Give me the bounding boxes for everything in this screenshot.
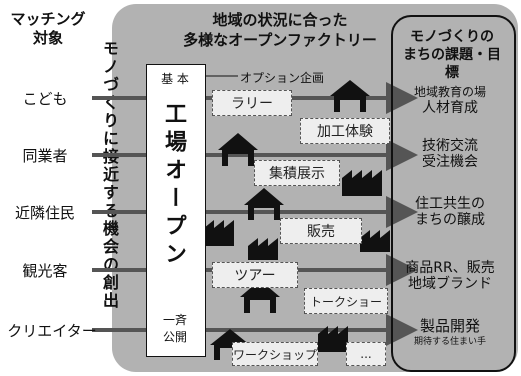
option-more: ...	[346, 342, 386, 366]
matching-header-line1: マッチング	[10, 10, 86, 28]
target-neighbors: 近隣住民	[14, 204, 75, 222]
option-label: オプション企画	[240, 71, 325, 85]
option-rally: ラリー	[212, 90, 292, 116]
factory-house-icon	[330, 80, 370, 112]
target-tourists: 観光客	[22, 262, 68, 280]
option-exhibition: 集積展示	[254, 160, 340, 186]
goal-product-dev: 製品開発 期待する住まい手	[400, 318, 500, 350]
factory-sawtooth-icon	[248, 238, 278, 260]
target-peers: 同業者	[22, 147, 68, 165]
panel-header-line1: 地域の状況に合った	[212, 11, 348, 29]
factory-house-icon	[240, 280, 280, 313]
goal-product-line2: 期待する住まい手	[413, 337, 486, 347]
target-children: こども	[22, 90, 68, 108]
option-processing-experience: 加工体験	[300, 118, 390, 144]
goals-header-line1: モノづくりの	[410, 29, 494, 45]
goal-product-line1: 製品開発	[419, 317, 480, 335]
basic-bottom-label: 一斉 公開	[150, 312, 200, 346]
factory-house-icon	[244, 188, 284, 220]
factory-sawtooth-icon	[360, 230, 390, 252]
matching-target-header: マッチング 対象	[8, 10, 88, 48]
goal-coexistence-line1: 住工共生の	[415, 196, 485, 212]
basic-bottom-line1: 一斉	[162, 313, 187, 327]
goals-header: モノづくりの まちの課題・目標	[398, 28, 506, 82]
goal-tech-line1: 技術交流	[422, 138, 478, 154]
option-talk-show: トークショー	[304, 288, 388, 314]
goal-brand-line2: 地域ブランド	[408, 276, 492, 292]
factory-house-icon	[218, 133, 258, 166]
option-workshop: ワークショップ	[232, 342, 318, 366]
matching-header-line2: 対象	[32, 29, 63, 47]
goal-education-line2: 人材育成	[422, 100, 478, 116]
goal-brand: 商品RR、販売 地域ブランド	[400, 260, 500, 292]
option-tour: ツアー	[212, 262, 298, 288]
target-creators: クリエイター	[7, 322, 97, 340]
goal-coexistence-line2: まちの醸成	[415, 212, 485, 228]
panel-header-line2: 多様なオープンファクトリー	[183, 31, 377, 49]
goals-box	[391, 15, 516, 372]
goal-tech-line2: 受注機会	[422, 154, 478, 170]
basic-bottom-line2: 公開	[162, 330, 187, 344]
goal-education: 地域教育の場 人材育成	[400, 84, 500, 116]
goal-tech-exchange: 技術交流 受注機会	[400, 138, 500, 170]
goal-coexistence: 住工共生の まちの醸成	[400, 196, 500, 228]
goal-education-line1: 地域教育の場	[413, 85, 486, 99]
factory-sawtooth-icon	[342, 170, 382, 196]
goal-brand-line1: 商品RR、販売	[405, 260, 495, 276]
panel-header: 地域の状況に合った 多様なオープンファクトリー	[160, 10, 400, 50]
basic-program-box	[146, 64, 206, 357]
factory-sawtooth-icon	[318, 326, 348, 352]
factory-open-label: 工場オープン	[161, 102, 186, 270]
factory-sawtooth-icon	[204, 220, 234, 246]
option-sales: 販売	[280, 218, 362, 244]
goals-header-line2: まちの課題・目標	[403, 47, 501, 81]
vertical-title: モノづくりに接近する機会の創出	[100, 40, 119, 310]
basic-label: 基 本	[161, 72, 189, 86]
